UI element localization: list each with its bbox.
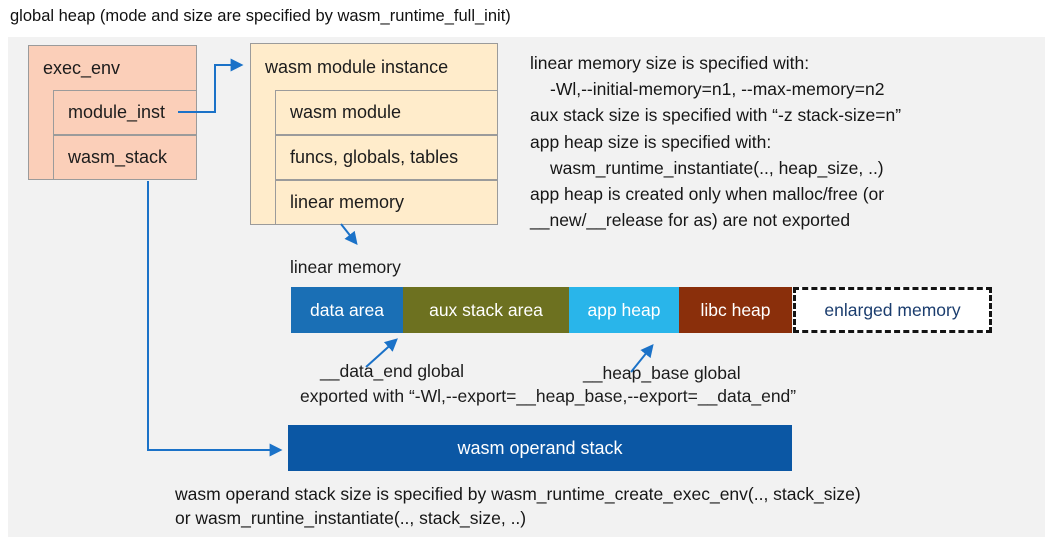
data-area-segment: data area	[291, 287, 403, 333]
heap-base-global-label: __heap_base global	[583, 363, 741, 383]
exec-env-label: exec_env	[43, 58, 121, 78]
note-line: app heap is created only when malloc/fre…	[530, 184, 885, 205]
module-inst-box: module_inst	[53, 90, 197, 135]
note-line: or wasm_runtine_instantiate(.., stack_si…	[175, 507, 527, 528]
note-line: linear memory size is specified with:	[530, 53, 810, 73]
note-line: app heap size is specified with:	[530, 131, 772, 152]
libc-heap-segment: libc heap	[679, 287, 792, 333]
operand-stack-notes: wasm operand stack size is specified by …	[175, 483, 861, 530]
wasm-module-instance-label: wasm module instance	[265, 56, 449, 77]
note-line: -Wl,--initial-memory=n1, --max-memory=n2	[550, 79, 885, 100]
wasm-operand-stack-bar: wasm operand stack	[288, 425, 792, 471]
memory-size-notes: linear memory size is specified with: -W…	[530, 50, 901, 233]
linear-memory-box: linear memory	[275, 180, 498, 225]
note-line: wasm_runtime_instantiate(.., heap_size, …	[550, 157, 884, 178]
enlarged-memory-box: enlarged memory	[793, 287, 992, 333]
export-flags-label: exported with “-Wl,--export=__heap_base,…	[300, 386, 797, 406]
app-heap-segment: app heap	[569, 287, 679, 333]
page-title: global heap (mode and size are specified…	[10, 7, 511, 25]
linear-memory-bar-label: linear memory	[290, 257, 401, 277]
note-line: __new/__release for as) are not exported	[530, 210, 851, 231]
wasm-module-box: wasm module	[275, 90, 498, 135]
note-line: wasm operand stack size is specified by …	[175, 484, 861, 504]
aux-stack-area-segment: aux stack area	[403, 287, 569, 333]
wasm-stack-box: wasm_stack	[53, 135, 197, 180]
data-end-global-label: __data_end global	[320, 361, 465, 381]
funcs-globals-tables-box: funcs, globals, tables	[275, 135, 498, 180]
note-line: aux stack size is specified with “-z sta…	[530, 105, 902, 126]
